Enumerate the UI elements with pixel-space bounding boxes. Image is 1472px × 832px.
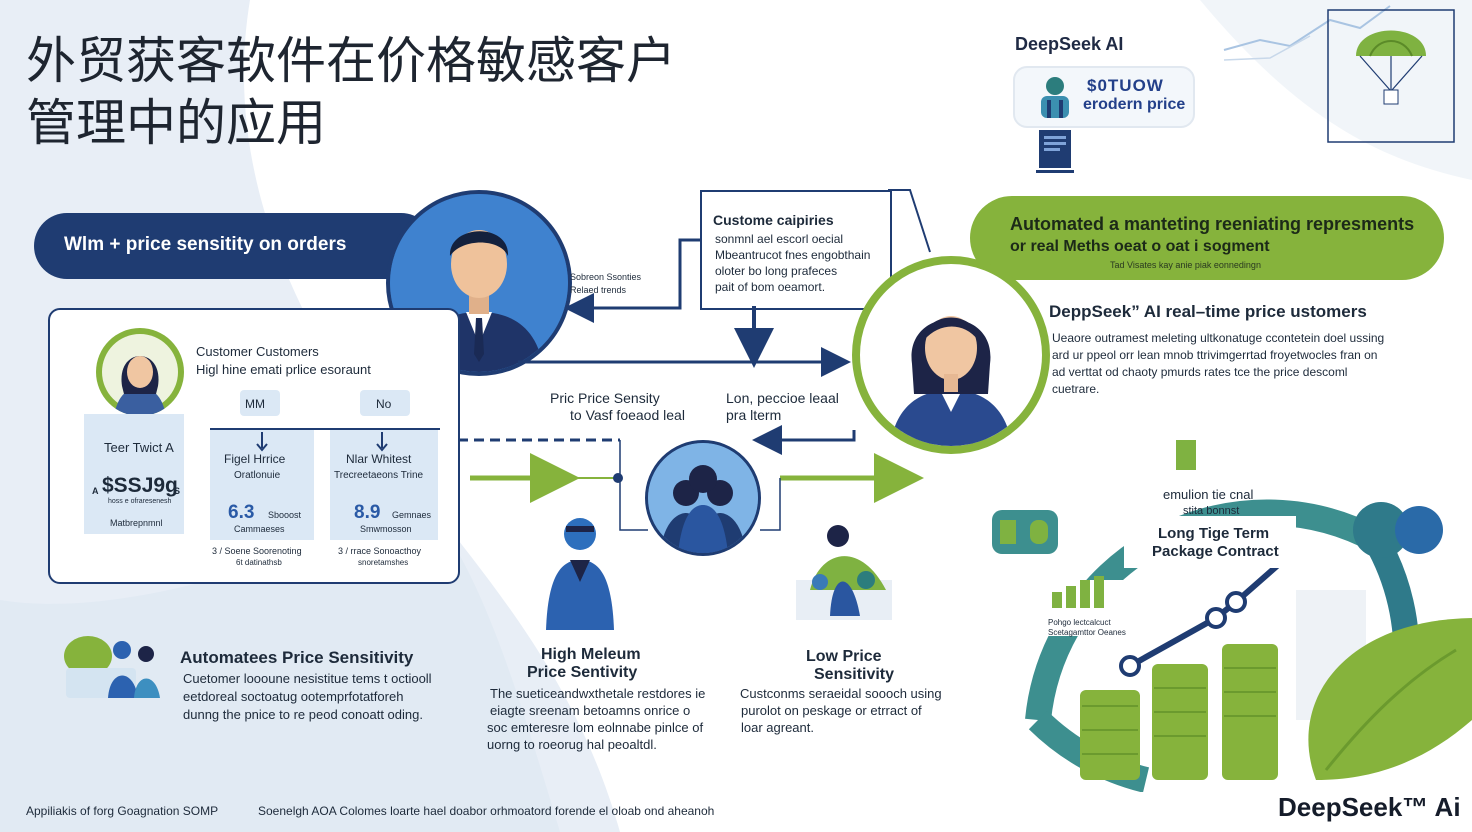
low-price-line-1: Custconms seraeidal soooch using — [740, 686, 942, 701]
high-medium-line-4: uorng to roeorug hal peoaltdl. — [487, 737, 657, 752]
high-medium-heading-2: Price Sentivity — [527, 664, 638, 681]
price-sensitivity-banner-text: Wlm + price sensitity on orders — [64, 234, 347, 255]
low-price-heading-1: Low Price — [806, 648, 882, 665]
high-medium-heading-1: High Meleum — [541, 646, 641, 663]
contract-small-1: emulion tie cnal — [1163, 487, 1254, 502]
mid-price-title: Nlar Whitest — [346, 452, 412, 466]
column-header-mm: MM — [240, 390, 280, 416]
price-card: $0TUOW erodern price — [1013, 66, 1195, 128]
auto-sensitivity-line-1: Cuetomer loooune nesistitue tems t octio… — [183, 671, 432, 686]
column-header-no: No — [360, 390, 410, 416]
customer-avatar — [96, 328, 184, 416]
footer-middle: Soenelgh AOA Colomes loarte hael doabor … — [258, 804, 715, 818]
long-term-contract-graphic — [992, 440, 1472, 792]
realtime-line-4: cuetrare. — [1052, 382, 1100, 396]
businesswoman-avatar — [852, 256, 1050, 454]
capabilities-line-3: Mbeantrucot fnes engobthain — [715, 248, 871, 262]
realtime-line-1: Ueaore outramest meleting ultkonatuge cc… — [1052, 331, 1385, 345]
high-price-title: Figel Hrrice — [224, 452, 286, 466]
high-price-sub: Oratlonuie — [234, 470, 281, 481]
capabilities-line-4: oloter bo long prafeces — [715, 264, 838, 278]
high-price-card: Figel Hrrice Oratlonuie 6.3 Sbooost Camm… — [210, 430, 314, 540]
mid-price-num-label: Gemnaes — [392, 510, 432, 520]
amount-prefix: A — [92, 486, 99, 496]
footer-left: Appiliakis of forg Goagnation SOMP — [26, 804, 219, 818]
low-price-line-3: loar agreant. — [741, 720, 814, 735]
contract-chart-label-1: Pohgo lectcalcuct — [1048, 618, 1111, 627]
brand-bottom: DeepSeek™ Ai — [1278, 792, 1461, 822]
document-icon — [1036, 130, 1074, 173]
high-price-num-sub: Cammaeses — [234, 524, 285, 534]
automation-team-icon — [64, 636, 160, 698]
high-price-foot-2: 6t datinathsb — [236, 558, 282, 567]
mid-price-number: 8.9 — [354, 502, 381, 523]
automated-marketing-banner: Automated a manteting reeniating represm… — [970, 196, 1444, 280]
high-medium-line-1: The sueticeandwxthetale restdores ie — [490, 686, 706, 701]
title-line-1: 外贸获客软件在价格敏感客户 — [26, 33, 676, 89]
low-price-line-2: purolot on peskage or etrract of — [741, 703, 922, 718]
auto-sensitivity-heading: Automatees Price Sensitivity — [180, 648, 414, 667]
price-card-line-2: erodern price — [1083, 96, 1186, 113]
high-medium-line-2: eiagte sreenam betoamns onrice o — [490, 703, 691, 718]
group-avatar — [645, 440, 761, 556]
high-price-foot-1: 3 / Soene Soorenoting — [212, 546, 302, 556]
automated-marketing-line-3: Tad Visates kay anie piak eonnedingn — [1110, 260, 1261, 270]
brand-top: DeepSeek AI — [1015, 34, 1124, 54]
page-title: 外贸获客软件在价格敏感客户 管理中的应用 — [26, 30, 676, 154]
tier-amount-sub: hoss e ofraresenesh — [108, 498, 172, 505]
column-rule — [210, 428, 440, 430]
contract-heading-2: Package Contract — [1152, 543, 1279, 560]
low-sensitivity-team-icon — [796, 525, 892, 620]
tier-card: Teer Twict A A $SSJ9g S hoss e ofraresen… — [84, 414, 184, 534]
realtime-heading: DeppSeek” AI real–time price ustomers — [1049, 302, 1367, 321]
contract-chart-label-2: Scetagamttor Oeanes — [1048, 628, 1126, 637]
capabilities-heading: Custome caipiries — [713, 212, 834, 228]
tier-foot: Matbrepnmnl — [110, 518, 163, 528]
price-card-line-1: $0TUOW — [1087, 76, 1164, 95]
capabilities-line-2: sonmnl ael escorl oecial — [715, 232, 844, 246]
tier-amount: $SSJ9g — [102, 474, 178, 497]
price-sensitivity-label-2: to Vasf foeaod leal — [570, 407, 685, 423]
automated-marketing-line-2: or real Meths oeat o oat i sogment — [1010, 238, 1270, 255]
customer-panel-header-1: Customer Customers — [196, 344, 319, 359]
long-price-label-1: Lon, peccioe leaal — [726, 390, 839, 406]
arrow-down-icon — [256, 432, 268, 452]
high-medium-line-3: soc emteresre lom eolnnabe pinlce of — [487, 720, 704, 735]
high-sensitivity-person-icon — [546, 518, 614, 630]
contract-small-2: stita bonnst — [1183, 505, 1240, 517]
contract-title-box — [1124, 516, 1296, 568]
customer-capabilities-box: Custome caipiries sonmnl ael escorl oeci… — [700, 190, 892, 310]
price-sensitivity-banner: Wlm + price sensitity on orders — [34, 213, 434, 279]
amount-suffix: S — [174, 486, 181, 496]
auto-sensitivity-line-3: dunng the pnice to re peod conoatt oding… — [183, 707, 423, 722]
arrow-down-icon — [376, 432, 388, 452]
relaed-trends-label-2: Relaed trends — [570, 285, 627, 295]
person-icon — [1041, 77, 1069, 118]
long-price-label-2: pra lterm — [726, 407, 782, 423]
auto-sensitivity-line-2: eetdoreal soctoatug ootemprfotatforeh — [183, 689, 404, 704]
realtime-line-2: ard ur ppeol orr lean mnob ttrivimgerrta… — [1052, 348, 1378, 362]
capabilities-line-5: pait of bom oeamort. — [715, 280, 826, 294]
relaed-trends-label-1: Sobreon Ssonties — [570, 272, 642, 282]
mid-price-foot-1: 3 / rrace Sonoacthoy — [338, 546, 422, 556]
contract-heading-1: Long Tige Term — [1158, 525, 1270, 542]
realtime-line-3: ad verttat od chaoty pmurds rates tce th… — [1052, 365, 1348, 379]
mid-price-foot-2: snoretamshes — [358, 558, 409, 567]
mid-price-card: Nlar Whitest Trecreetaeons Trine 8.9 Gem… — [330, 430, 438, 540]
title-line-2: 管理中的应用 — [26, 95, 326, 151]
high-price-num-label: Sbooost — [268, 510, 302, 520]
mid-price-num-sub: Smwmosson — [360, 524, 412, 534]
price-sensitivity-label-1: Pric Price Sensity — [550, 390, 660, 406]
high-price-number: 6.3 — [228, 502, 255, 523]
low-price-heading-2: Sensitivity — [814, 666, 895, 683]
customer-tier-panel: Customer Customers Higl hine emati prlic… — [48, 308, 460, 584]
tier-label: Teer Twict A — [104, 440, 174, 455]
automated-marketing-line-1: Automated a manteting reeniating represm… — [1010, 214, 1415, 234]
decorative-growth-graphic — [1223, 5, 1455, 143]
mid-price-sub: Trecreetaeons Trine — [334, 470, 424, 481]
customer-panel-header-2: Higl hine emati prlice esoraunt — [196, 362, 371, 377]
